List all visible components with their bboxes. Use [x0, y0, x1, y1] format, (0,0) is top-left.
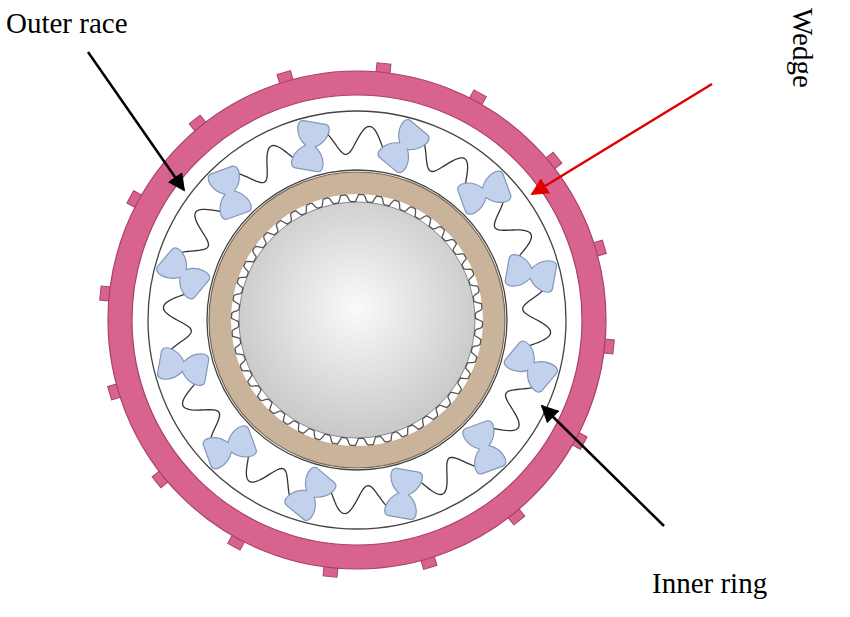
outer-race-edge	[108, 71, 606, 569]
cage-ring	[148, 111, 566, 529]
wedge	[504, 254, 557, 293]
wedge	[502, 339, 559, 394]
spring	[163, 126, 550, 513]
wedge	[461, 419, 507, 475]
part-label: Wedge	[786, 8, 818, 88]
cage-ring	[207, 170, 507, 470]
inner-spline	[232, 195, 483, 446]
leader-line	[542, 406, 664, 526]
wedge	[157, 347, 210, 386]
wedge	[207, 165, 253, 221]
part-label: Outer race	[6, 8, 128, 40]
part-label: Inner ring	[652, 568, 767, 600]
wedge	[202, 424, 258, 470]
outer-race-tabs	[100, 63, 615, 578]
leader-line	[532, 84, 712, 194]
wedge	[384, 467, 423, 520]
wedge	[291, 120, 330, 173]
inner-ring	[220, 183, 494, 457]
wedge	[283, 465, 338, 522]
inner-ring-edge	[209, 172, 505, 468]
outer-race-edge	[132, 95, 582, 545]
wedge-set	[155, 118, 560, 523]
outer-race	[120, 83, 594, 557]
leader-line	[88, 52, 184, 190]
wedge	[456, 170, 512, 216]
wedge	[376, 118, 431, 175]
shaft-disc	[239, 202, 475, 438]
wedge	[155, 246, 212, 301]
